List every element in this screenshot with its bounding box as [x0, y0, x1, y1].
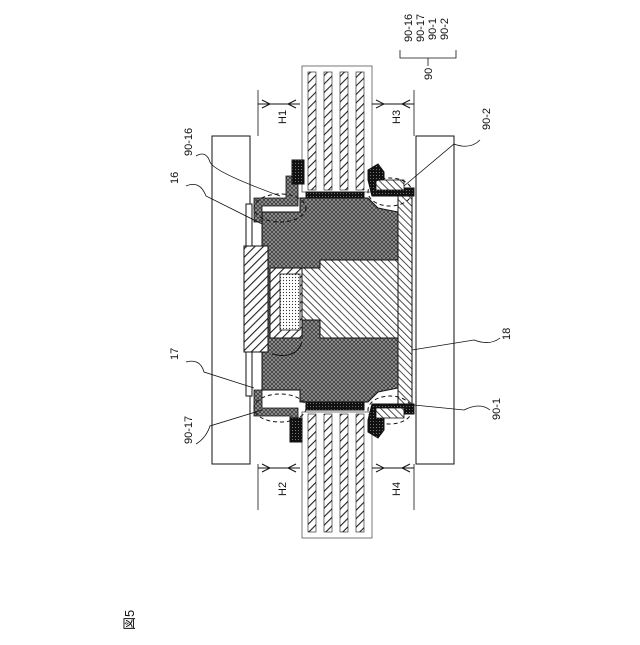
left-terminal-17 — [246, 352, 252, 396]
legend-item-4: 90-2 — [439, 18, 451, 40]
dimension-H1 — [258, 100, 300, 108]
dotted-element — [280, 274, 300, 330]
legend: 90-16 90-17 90-1 90-2 90 — [400, 14, 456, 80]
label-17: 17 — [169, 348, 181, 360]
upper-left-pad — [292, 160, 304, 184]
label-H3: H3 — [391, 110, 403, 124]
figure-label: 図5 — [122, 610, 137, 630]
left-chip — [244, 246, 268, 352]
label-90-17: 90-17 — [183, 416, 195, 444]
lead-90-1 — [376, 408, 404, 418]
dimension-H4 — [372, 464, 414, 472]
label-H4: H4 — [391, 482, 403, 496]
label-90-2: 90-2 — [481, 108, 493, 130]
legend-item-3: 90-1 — [427, 18, 439, 40]
lower-left-pad — [290, 418, 302, 442]
label-90-16: 90-16 — [183, 128, 195, 156]
lead-90-2 — [376, 180, 404, 190]
label-H1: H1 — [277, 110, 289, 124]
legend-item-1: 90-16 — [403, 14, 415, 42]
substrate-18 — [398, 194, 412, 414]
label-18: 18 — [501, 328, 513, 340]
dimension-H3 — [372, 100, 414, 108]
legend-group: 90 — [423, 68, 435, 80]
left-terminal-16 — [246, 204, 252, 246]
label-16: 16 — [169, 172, 181, 184]
label-H2: H2 — [277, 482, 289, 496]
right-frame — [416, 136, 454, 464]
label-90-1: 90-1 — [491, 398, 503, 420]
legend-bracket — [400, 50, 456, 58]
legend-item-2: 90-17 — [415, 14, 427, 42]
dimension-H2 — [258, 464, 300, 472]
